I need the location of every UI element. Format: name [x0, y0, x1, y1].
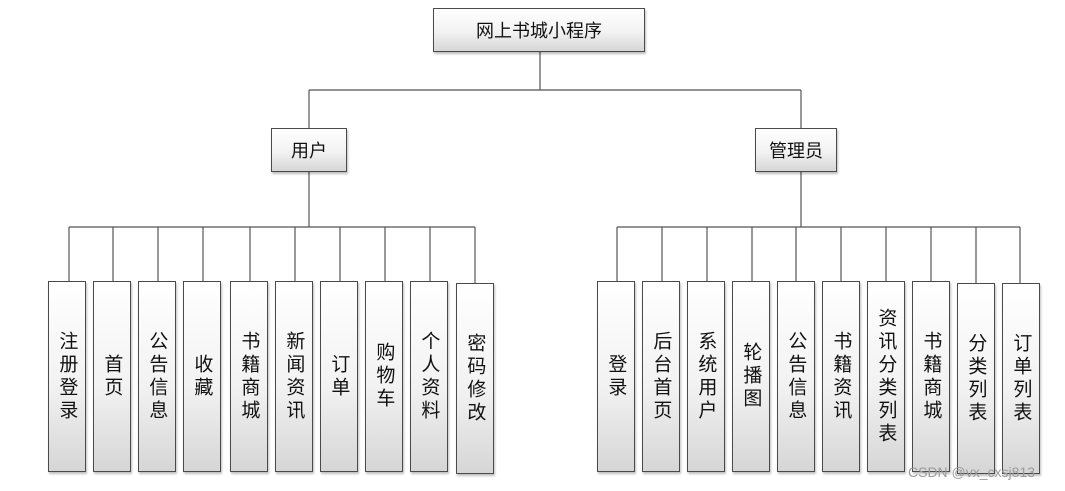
- leaf-node: 登录: [597, 281, 635, 472]
- leaf-node: 系统用户: [687, 281, 725, 472]
- leaf-node: 个人资料: [410, 281, 448, 472]
- watermark: CSDN @vx_cxsj813: [908, 464, 1036, 480]
- leaf-node: 资讯分类列表: [867, 281, 905, 472]
- leaf-node: 书籍商城: [912, 281, 950, 472]
- branch-node-admin: 管理员: [755, 128, 837, 172]
- leaf-node: 公告信息: [777, 281, 815, 472]
- leaf-node: 订单列表: [1002, 283, 1040, 474]
- root-label: 网上书城小程序: [476, 21, 602, 42]
- leaf-node: 收藏: [183, 281, 221, 472]
- branch-label: 管理员: [769, 141, 823, 162]
- leaf-node: 书籍商城: [230, 281, 268, 472]
- leaf-node: 轮播图: [732, 281, 770, 472]
- leaf-node: 书籍资讯: [822, 281, 860, 472]
- leaf-node: 后台首页: [642, 281, 680, 472]
- branch-node-user: 用户: [271, 128, 347, 172]
- branch-label: 用户: [291, 141, 327, 162]
- leaf-node: 新闻资讯: [275, 281, 313, 472]
- leaf-node: 购物车: [365, 281, 403, 472]
- leaf-node: 订单: [320, 281, 358, 472]
- leaf-node: 首页: [93, 281, 131, 472]
- leaf-node: 注册登录: [48, 281, 86, 472]
- leaf-node: 分类列表: [957, 283, 995, 474]
- leaf-node: 密码修改: [456, 283, 494, 474]
- leaf-node: 公告信息: [138, 281, 176, 472]
- root-node: 网上书城小程序: [433, 8, 645, 52]
